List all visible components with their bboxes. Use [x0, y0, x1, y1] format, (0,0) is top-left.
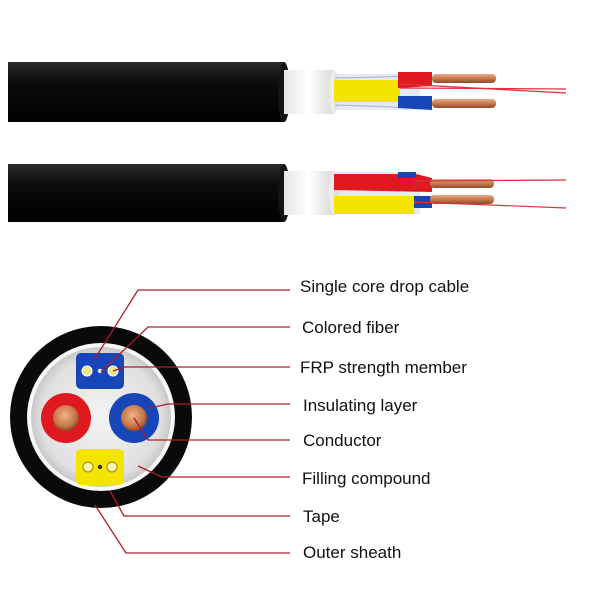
leader-outer-sheath — [94, 504, 290, 554]
drop-cable-unit-yellow — [76, 449, 124, 485]
labels: Single core drop cable Colored fiber FRP… — [300, 277, 469, 562]
leader-single-core-drop-cable — [93, 289, 290, 361]
filling-compound-area — [31, 347, 171, 487]
label-insulating-layer: Insulating layer — [303, 396, 418, 415]
insulated-conductor-red — [41, 393, 91, 443]
copper-conductor-top — [432, 74, 496, 83]
blue-insulation — [398, 172, 416, 178]
label-frp-strength-member: FRP strength member — [300, 358, 467, 377]
copper-conductor-bottom — [430, 195, 494, 204]
cable-cross-section — [10, 326, 192, 508]
outer-sheath-body — [8, 164, 284, 222]
drop-cable-unit-blue — [76, 353, 124, 389]
colored-fiber-strand — [413, 179, 567, 182]
leader-frp-strength-member — [112, 366, 290, 372]
cable-side-view-1 — [8, 62, 567, 122]
leader-colored-fiber — [100, 326, 290, 373]
label-colored-fiber: Colored fiber — [302, 318, 400, 337]
tape-layer — [284, 70, 334, 114]
frp-strength-member — [106, 461, 118, 473]
leader-tape — [109, 490, 290, 517]
colored-fiber-core — [97, 464, 103, 470]
label-filling-compound: Filling compound — [302, 469, 431, 488]
frp-strength-member — [81, 365, 93, 377]
leader-insulating-layer — [149, 403, 290, 409]
yellow-fiber-unit — [334, 196, 414, 214]
blue-insulation — [398, 96, 432, 110]
leader-lines — [93, 289, 290, 554]
label-conductor: Conductor — [303, 431, 382, 450]
label-single-core-drop-cable: Single core drop cable — [300, 277, 469, 296]
cable-side-view-2 — [8, 164, 567, 222]
colored-fiber-strand — [399, 87, 567, 90]
copper-conductor-bottom — [432, 99, 496, 108]
colored-fiber-strand — [413, 201, 567, 209]
red-insulation — [334, 174, 432, 192]
frp-strength-member — [82, 461, 94, 473]
leader-filling-compound — [137, 465, 290, 478]
tape-layer — [284, 171, 334, 215]
yellow-fiber-unit — [334, 80, 400, 102]
leader-conductor — [133, 417, 290, 441]
conductor-copper — [53, 405, 79, 431]
label-tape: Tape — [303, 507, 340, 526]
label-outer-sheath: Outer sheath — [303, 543, 401, 562]
outer-sheath-body — [8, 62, 284, 122]
